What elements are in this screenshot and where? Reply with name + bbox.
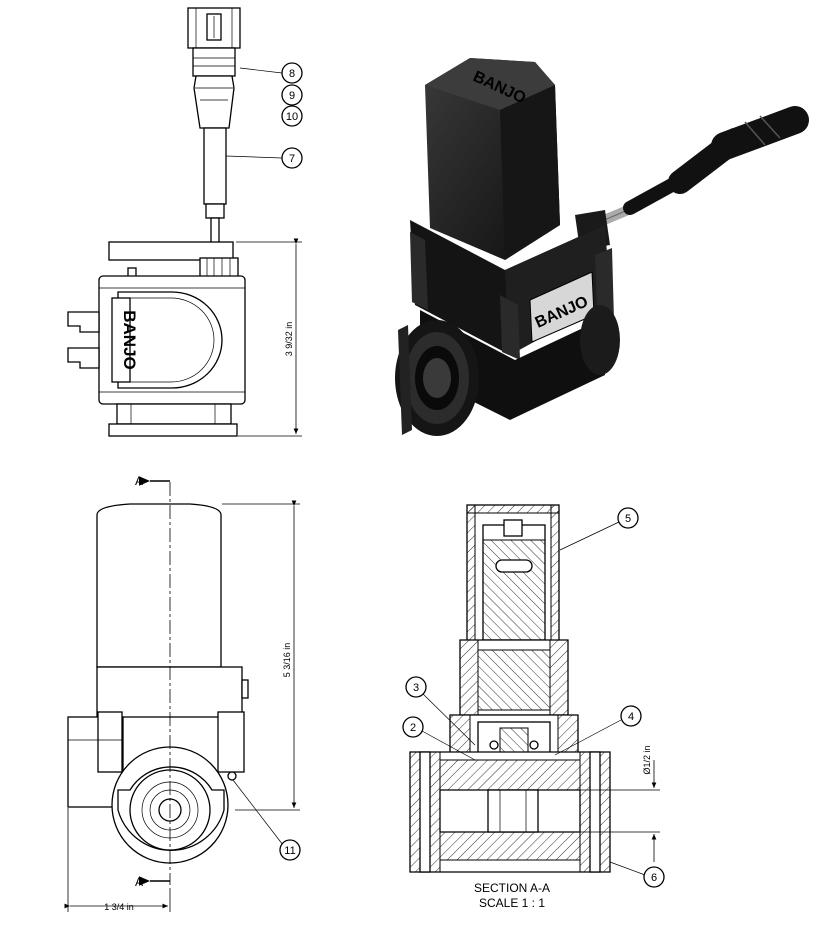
balloon-7: 7 bbox=[289, 153, 295, 165]
balloon-8: 8 bbox=[289, 68, 295, 80]
balloon-3: 3 bbox=[413, 682, 419, 694]
dimension-height-top-view: 3 9/32 in bbox=[284, 322, 294, 357]
front-view: A A 11 5 3/16 in 1 3/4 in bbox=[64, 474, 301, 912]
section-scale: SCALE 1 : 1 bbox=[479, 896, 545, 910]
section-view: 5 3 2 4 6 Ø1/2 in SECTION A-A SCALE 1 : … bbox=[402, 504, 665, 910]
dimension-width-front-view: 1 3/4 in bbox=[104, 902, 134, 912]
dimension-height-front-view: 5 3/16 in bbox=[282, 643, 292, 678]
balloon-6: 6 bbox=[651, 872, 657, 884]
balloon-11: 11 bbox=[284, 845, 295, 857]
isometric-view: BANJO BANJO bbox=[395, 58, 809, 436]
section-marker-top: A bbox=[135, 474, 143, 488]
top-view: BANJO 8 9 10 7 3 9/32 in bbox=[67, 7, 303, 437]
balloon-5: 5 bbox=[625, 513, 631, 525]
section-marker-bottom: A bbox=[135, 875, 143, 889]
balloon-2: 2 bbox=[410, 722, 416, 734]
balloon-4: 4 bbox=[628, 711, 634, 723]
brand-label-top-view: BANJO bbox=[120, 310, 139, 370]
balloon-9: 9 bbox=[289, 90, 295, 102]
balloon-10: 10 bbox=[286, 111, 298, 123]
dimension-port-diameter: Ø1/2 in bbox=[642, 745, 652, 774]
section-title: SECTION A-A bbox=[474, 881, 550, 895]
